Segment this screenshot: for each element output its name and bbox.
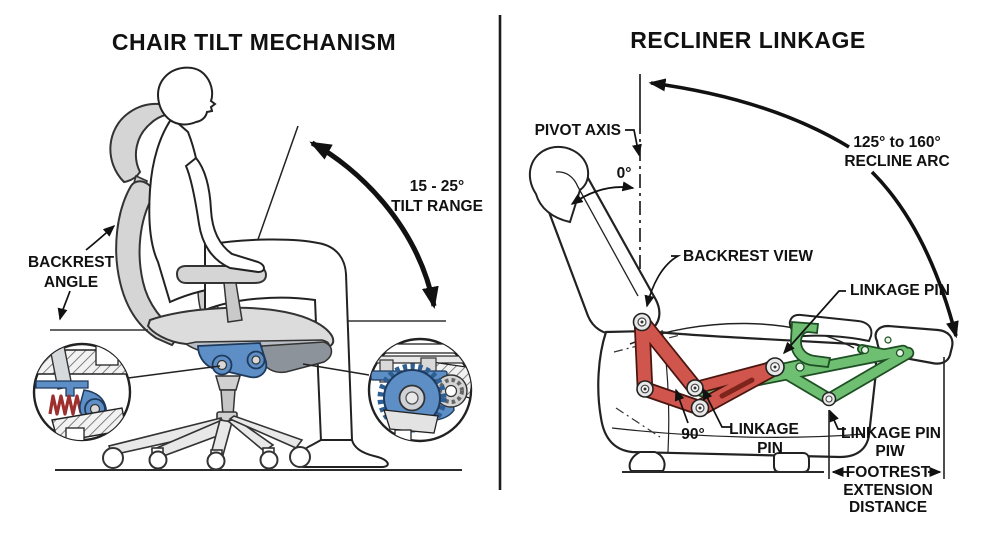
left-callout-leader — [127, 365, 221, 379]
caster-wheel — [102, 447, 124, 469]
latch-plate — [35, 380, 89, 397]
recliner-linkage-panel: RECLINER LINKAGE — [528, 27, 959, 516]
backrest-angle-leader-up — [85, 225, 116, 251]
construction-centerline — [615, 407, 661, 438]
person-foot — [299, 439, 389, 468]
backrest-view-label: BACKREST VIEW — [683, 248, 813, 265]
caster-wheel — [148, 450, 168, 470]
person-head — [157, 66, 217, 126]
base-arm — [228, 415, 304, 449]
footrest-distance-label: EXTENSION — [843, 482, 933, 499]
linkage-pin-piw-label: LINKAGE PIN — [841, 425, 941, 442]
backrest-angle-label: BACKREST — [28, 254, 115, 271]
linkage-pin-lower-label: PIN — [757, 440, 783, 457]
ninety-degree-leader — [674, 388, 689, 424]
recline-arc — [648, 78, 850, 149]
recline-arc — [870, 170, 959, 339]
construction-centerline — [613, 333, 685, 353]
bearing-inner — [444, 384, 458, 398]
caster-wheel — [289, 446, 311, 468]
tension-spring — [48, 394, 83, 416]
recliner-foot — [628, 451, 666, 472]
chair-base — [102, 411, 311, 471]
left-panel-title: CHAIR TILT MECHANISM — [112, 29, 396, 55]
skirt-seam — [611, 427, 865, 438]
right-callout-leader — [302, 363, 370, 376]
linkage-bar-slot — [719, 377, 755, 399]
ninety-degree-label: 90° — [681, 426, 704, 443]
tilt-mechanism-bracket — [197, 342, 268, 379]
gear-detail-callout — [367, 337, 473, 443]
recline-arc-label: RECLINE ARC — [844, 153, 949, 170]
backrest-angle-leader-down — [57, 290, 71, 321]
footrest-dimension: FOOTREST EXTENSION DISTANCE — [828, 357, 945, 516]
person-arm — [184, 156, 265, 274]
lower-bracket — [383, 409, 439, 434]
armrest-post — [223, 282, 243, 323]
spring-detail-callout — [32, 342, 132, 442]
tilt-range-label: 15 - 25° — [410, 178, 464, 195]
linkage-pin-piw-leader — [829, 409, 846, 430]
mechanism-lug-pin — [251, 355, 261, 365]
pivot-axis-leader — [625, 129, 642, 157]
footrest-pad-folded — [788, 313, 873, 343]
backrest-view-leader — [644, 255, 682, 308]
zero-degree-label: 0° — [617, 165, 632, 182]
chair-tilt-panel: CHAIR TILT MECHANISM — [28, 29, 483, 471]
caster-wheel — [206, 451, 226, 471]
gas-cylinder-top — [215, 375, 241, 391]
seat-pan — [146, 306, 335, 350]
linkage-pin-piw-label: PIW — [875, 443, 905, 460]
linkage-pin-lower-leader — [702, 387, 731, 428]
person-legs — [204, 238, 354, 443]
recline-arc-label: 125° to 160° — [853, 134, 940, 151]
seated-person — [148, 66, 389, 468]
caster-wheel — [259, 450, 279, 470]
pivot-axis-label: PIVOT AXIS — [535, 122, 621, 139]
linkage-pin-lower-label: LINKAGE — [729, 421, 799, 438]
footrest-distance-label: DISTANCE — [849, 499, 927, 516]
cylinder-stub — [65, 427, 85, 440]
right-panel-title: RECLINER LINKAGE — [630, 27, 865, 53]
zero-degree-arc — [570, 181, 635, 205]
footrest-distance-label: FOOTREST — [846, 464, 931, 481]
housing-beam — [369, 343, 471, 354]
red-recline-linkage — [632, 312, 785, 418]
backrest-frame — [115, 180, 182, 347]
mechanism-lug-pin — [216, 359, 228, 371]
tilt-range-label: TILT RANGE — [391, 198, 483, 215]
red-linkage-pins — [632, 312, 785, 418]
gear-axle — [405, 391, 419, 405]
chair-seat-assembly — [146, 156, 335, 417]
backrest-angle-label: ANGLE — [44, 274, 98, 291]
linkage-pin-upper-label: LINKAGE PIN — [850, 282, 950, 299]
tilt-arc-arrow — [309, 140, 439, 309]
linkage-pin-upper-leader — [783, 290, 846, 355]
